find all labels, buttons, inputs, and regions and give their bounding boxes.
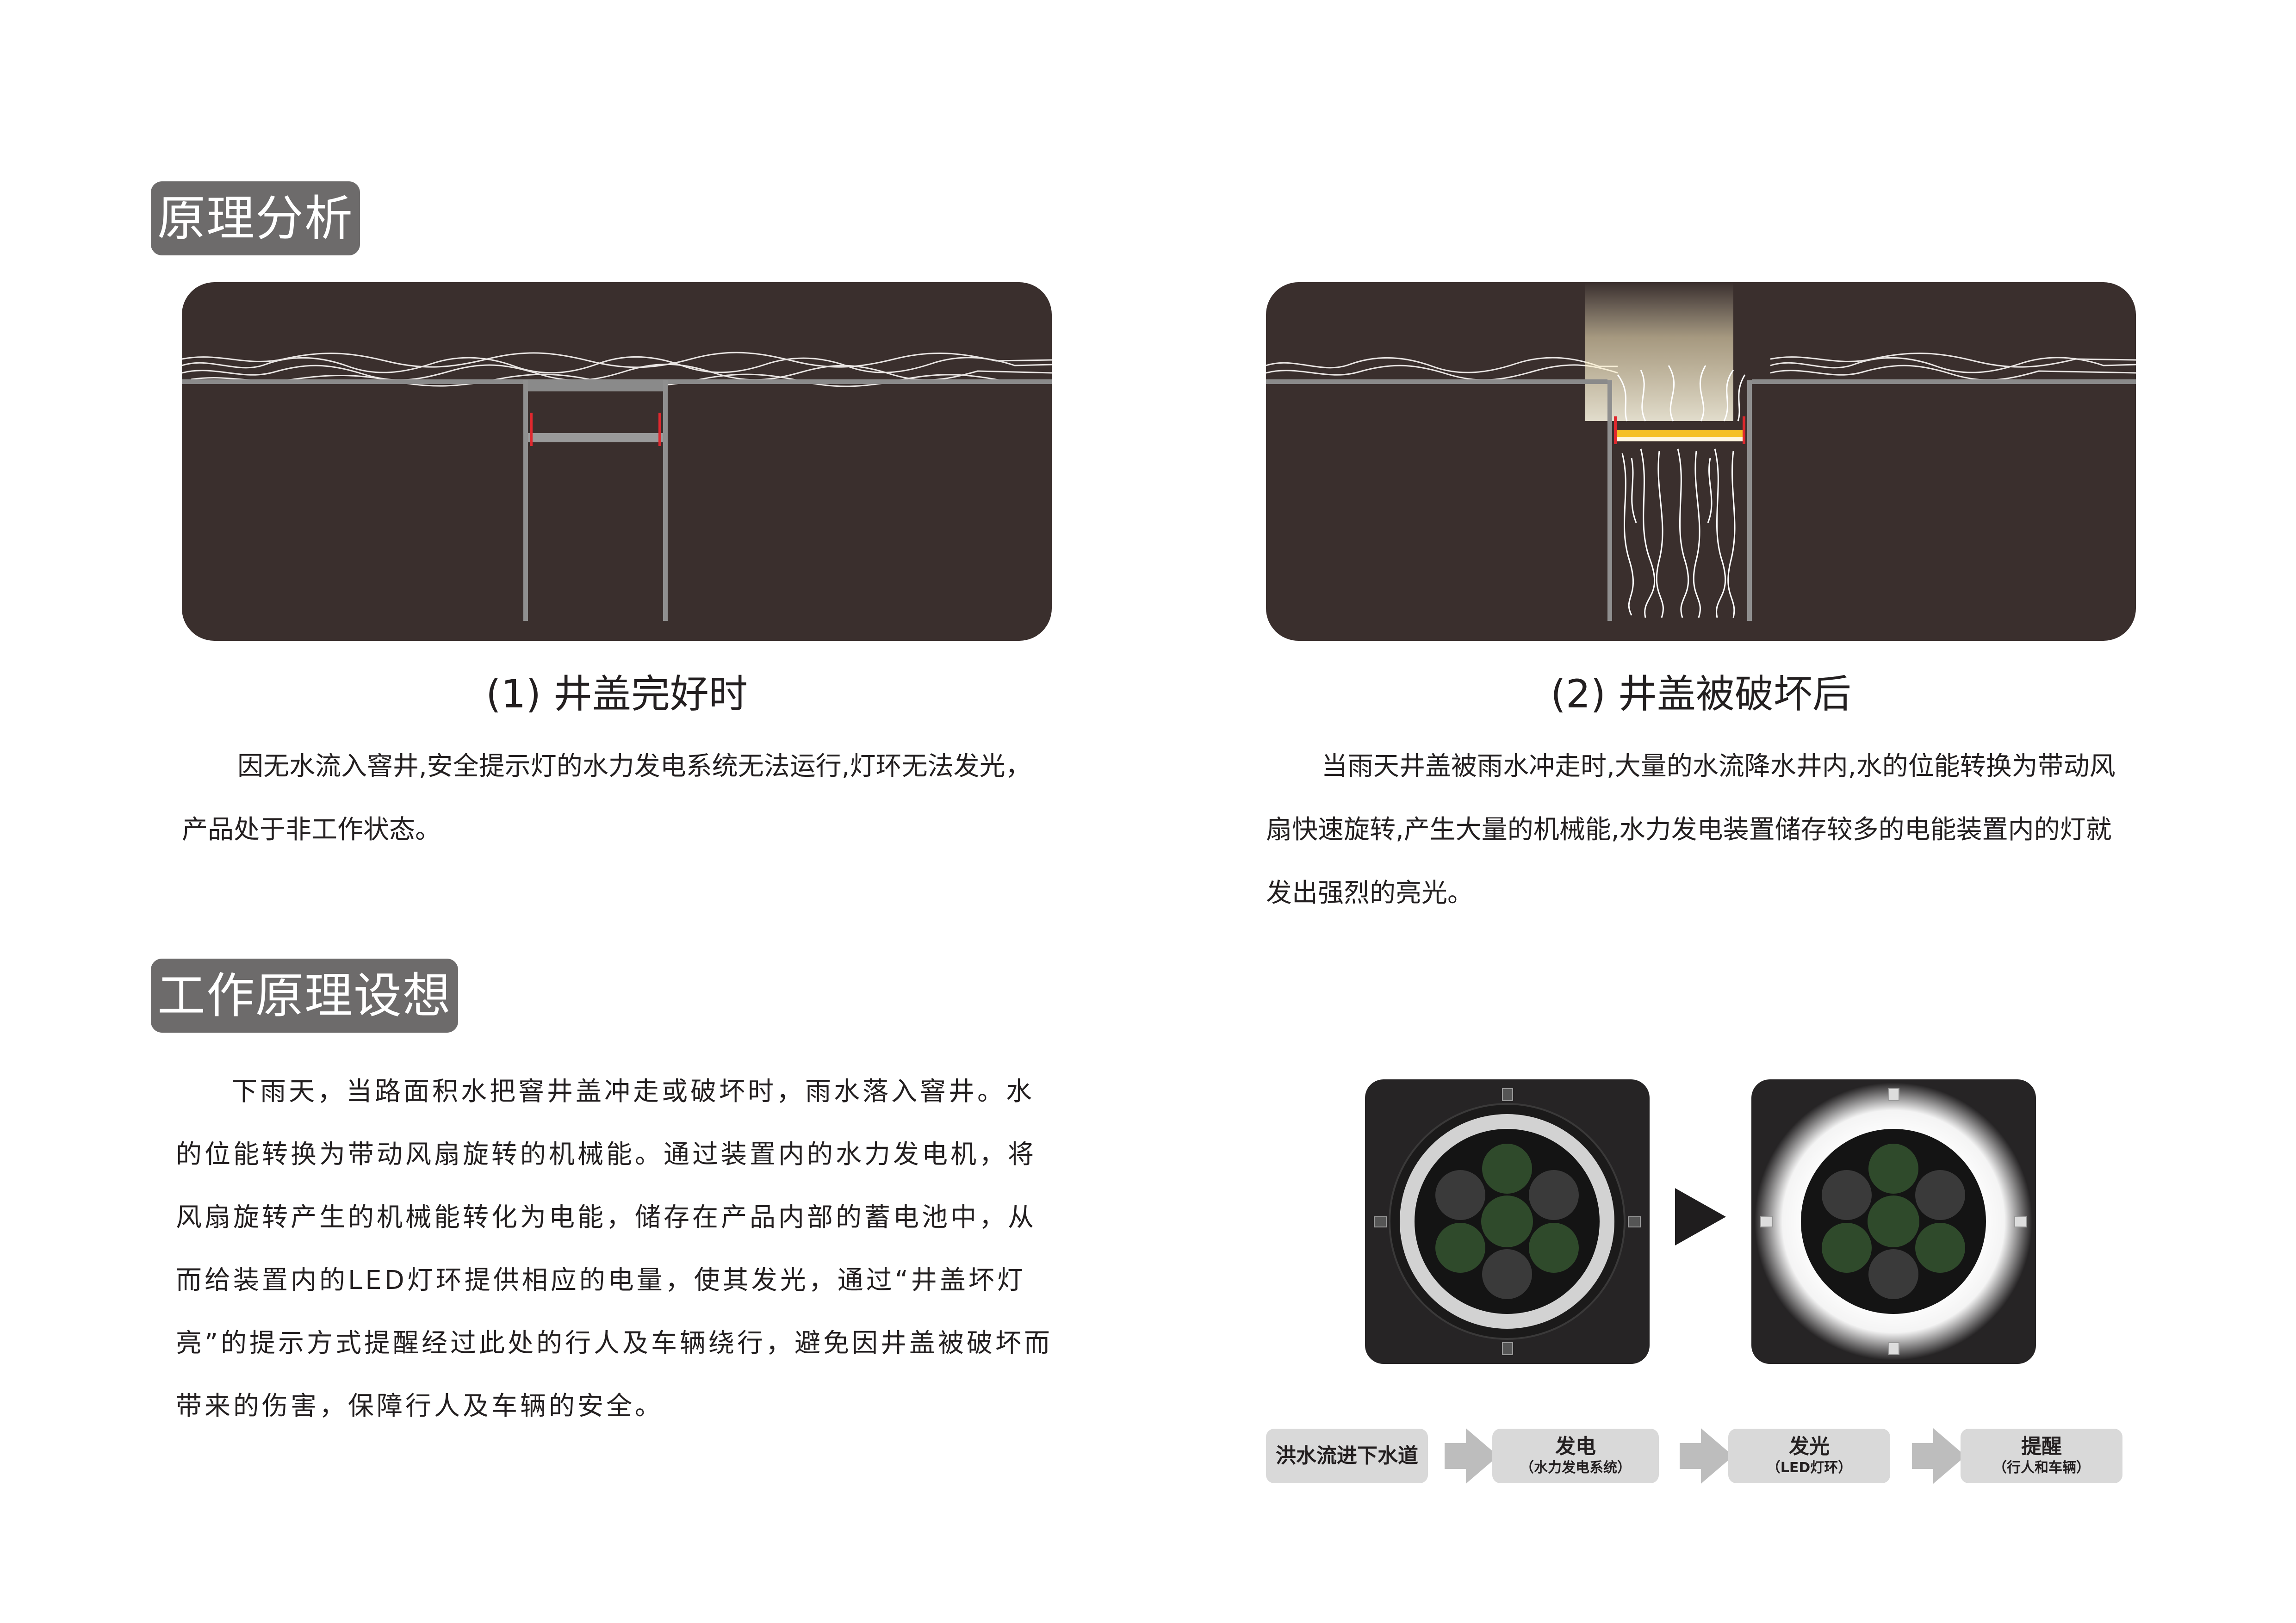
device-off-state bbox=[1365, 1079, 1650, 1364]
scene2-caption: (2) 井盖被破坏后 bbox=[1551, 671, 1851, 717]
flow-step-remind: 提醒 （行人和车辆） bbox=[1961, 1429, 2122, 1483]
flow-step-generate-label: 发电 bbox=[1555, 1435, 1596, 1458]
flow-step-light-sub: （LED灯环） bbox=[1766, 1460, 1852, 1476]
scene-cover-broken bbox=[1266, 282, 2136, 641]
fan-icon bbox=[1822, 1144, 1965, 1299]
scene1-description: 因无水流入窨井,安全提示灯的水力发电系统无法运行,灯环无法发光，产品处于非工作状… bbox=[182, 735, 1052, 861]
flow-arrow-shaft-1 bbox=[1445, 1443, 1466, 1469]
working-principle-description: 下雨天，当路面积水把窨井盖冲走或破坏时，雨水落入窨井。水的位能转换为带动风扇旋转… bbox=[176, 1060, 1053, 1438]
flow-step-light: 发光 （LED灯环） bbox=[1728, 1429, 1890, 1483]
scene1-caption: (1) 井盖完好时 bbox=[486, 671, 748, 717]
flow-step-generate: 发电 （水力发电系统） bbox=[1492, 1429, 1659, 1483]
water-wave-icon bbox=[182, 352, 1052, 387]
scene-cover-intact bbox=[182, 282, 1052, 641]
scene2-description: 当雨天井盖被雨水冲走时,大量的水流降水井内,水的位能转换为带动风扇快速旋转,产生… bbox=[1266, 735, 2136, 925]
flow-arrow-icon bbox=[1701, 1428, 1733, 1484]
flow-step-flood: 洪水流进下水道 bbox=[1266, 1429, 1428, 1483]
water-wave-icon bbox=[1266, 353, 2136, 381]
flow-arrow-shaft-3 bbox=[1912, 1443, 1933, 1469]
flow-step-remind-label: 提醒 bbox=[2021, 1435, 2062, 1458]
play-arrow-icon bbox=[1675, 1188, 1726, 1245]
manhole-broken-illustration bbox=[1266, 282, 2136, 621]
scene1-text: 因无水流入窨井,安全提示灯的水力发电系统无法运行,灯环无法发光，产品处于非工作状… bbox=[182, 751, 1031, 845]
flow-step-generate-sub: （水力发电系统） bbox=[1520, 1460, 1631, 1476]
flow-arrow-shaft-2 bbox=[1680, 1443, 1701, 1469]
flow-step-light-label: 发光 bbox=[1789, 1435, 1830, 1458]
fan-icon bbox=[1435, 1144, 1579, 1299]
section-title-principle: 原理分析 bbox=[151, 181, 360, 255]
flow-step-remind-sub: （行人和车辆） bbox=[1993, 1460, 2090, 1476]
section-title-working-principle: 工作原理设想 bbox=[151, 959, 459, 1033]
flow-step-flood-label: 洪水流进下水道 bbox=[1276, 1444, 1418, 1468]
working-principle-text: 下雨天，当路面积水把窨井盖冲走或破坏时，雨水落入窨井。水的位能转换为带动风扇旋转… bbox=[176, 1077, 1053, 1421]
scene2-text: 当雨天井盖被雨水冲走时,大量的水流降水井内,水的位能转换为带动风扇快速旋转,产生… bbox=[1266, 751, 2116, 908]
fan-cluster-off-illustration bbox=[1374, 1088, 1641, 1355]
flow-arrow-icon bbox=[1933, 1428, 1966, 1484]
fan-cluster-lit-illustration bbox=[1755, 1083, 2032, 1360]
device-lit-state bbox=[1751, 1079, 2036, 1364]
manhole-intact-illustration bbox=[182, 352, 1052, 621]
